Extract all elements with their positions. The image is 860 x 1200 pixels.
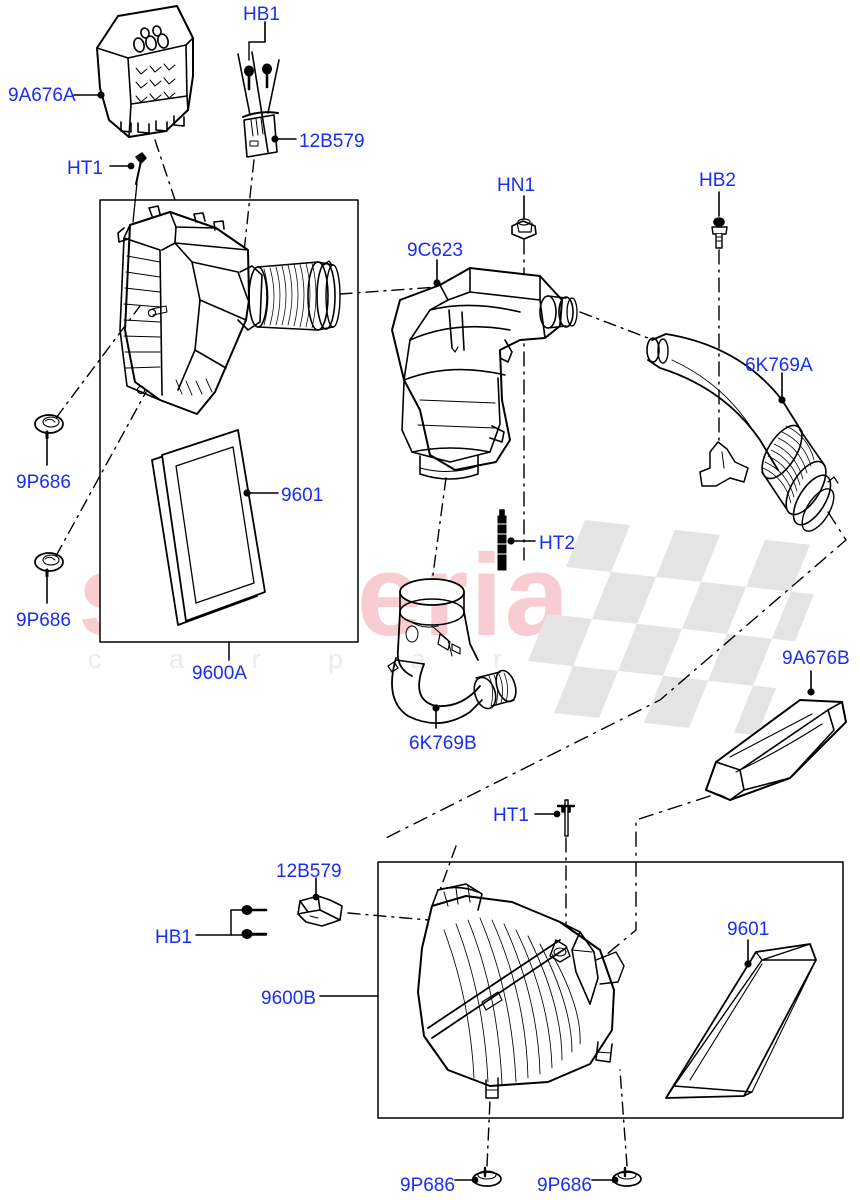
- part-9p686-grommet-4: [612, 1166, 642, 1187]
- part-9p686-grommet-1: [34, 414, 64, 440]
- checkered-flag-icon: [528, 520, 815, 736]
- leader-dot-9601-lower: [744, 960, 752, 968]
- part-label-hb1-bottom[interactable]: HB1: [155, 927, 192, 948]
- part-9a676b-intake-duct: [705, 699, 847, 801]
- leader-dot-12b579-top: [271, 135, 279, 143]
- part-ht1-clip-bottom: [556, 799, 576, 837]
- assembly-line-9p686-1: [55, 305, 141, 419]
- leader-dot-9p686-3: [471, 1176, 479, 1184]
- part-label-9601-top[interactable]: 9601: [281, 485, 324, 506]
- part-label-hn1[interactable]: HN1: [497, 175, 536, 196]
- leader-dot-9a676a-top: [97, 91, 105, 99]
- assembly-line-9a676b: [599, 795, 711, 961]
- part-label-ht2[interactable]: HT2: [539, 533, 575, 554]
- part-hn1-nut: [511, 218, 537, 240]
- leader-dot-6k769a: [778, 396, 786, 404]
- assembly-line-9p686-2: [55, 391, 147, 557]
- leader-dot-9601-upper: [243, 489, 251, 497]
- part-label-hb1-top[interactable]: HB1: [243, 4, 280, 25]
- assembly-line-6k769a-long: [385, 511, 847, 839]
- part-label-9p686-3[interactable]: 9P686: [400, 1175, 455, 1196]
- part-label-9a676a-top[interactable]: 9A676A: [8, 85, 76, 106]
- part-12b579-bracket-top: [237, 51, 280, 158]
- part-label-9600a[interactable]: 9600A: [192, 663, 247, 684]
- part-9c623-outlet-housing: [391, 267, 578, 480]
- part-12b579-bracket-bottom: [297, 895, 343, 927]
- part-6k769a-intake-hose-upper: [646, 333, 839, 532]
- part-label-hb2[interactable]: HB2: [699, 170, 736, 191]
- part-label-9p686-4[interactable]: 9P686: [537, 1175, 592, 1196]
- part-label-9a676b[interactable]: 9A676B: [782, 648, 850, 669]
- part-hb2-bolt: [711, 217, 728, 249]
- leader-dot-9a676b: [807, 688, 815, 696]
- part-label-6k769b[interactable]: 6K769B: [409, 733, 477, 754]
- part-label-9600b[interactable]: 9600B: [261, 988, 316, 1009]
- leader-hb1-bottom: [195, 909, 267, 936]
- part-9601-filter-element-lower: [665, 943, 817, 1099]
- leader-dot-6k769b: [432, 704, 440, 712]
- part-label-9p686-1[interactable]: 9P686: [16, 472, 71, 493]
- part-label-ht1-top[interactable]: HT1: [67, 158, 103, 179]
- part-ht2-clip: [496, 509, 508, 571]
- assembly-line-12b579-top: [241, 159, 255, 271]
- part-9600a-air-cleaner-housing: [117, 205, 341, 415]
- part-label-9601-bottom[interactable]: 9601: [727, 919, 770, 940]
- assembly-line-9c623-to-6k769b: [431, 477, 447, 583]
- assembly-box-9600b: [377, 861, 844, 1119]
- assembly-line-top-box-b: [439, 845, 457, 891]
- leader-dot-ht1-bottom: [553, 810, 561, 818]
- assembly-line-9a676a: [154, 139, 176, 201]
- part-label-9p686-2[interactable]: 9P686: [16, 610, 71, 631]
- part-9601-filter-element-upper: [151, 429, 266, 626]
- leader-dot-ht2: [507, 537, 515, 545]
- part-ht1-clip-top: [132, 152, 147, 223]
- part-9p686-grommet-2: [34, 552, 64, 578]
- assembly-line-9p686-3: [486, 1099, 491, 1167]
- assembly-line-12b579-bottom: [347, 912, 441, 922]
- part-label-12b579-top[interactable]: 12B579: [299, 131, 365, 152]
- part-label-ht1-bottom[interactable]: HT1: [493, 805, 529, 826]
- part-label-9c623[interactable]: 9C623: [407, 240, 463, 261]
- leader-dot-9p686-4: [611, 1176, 619, 1184]
- part-label-6k769a[interactable]: 6K769A: [745, 355, 813, 376]
- assembly-line-hose-to-9c623: [339, 286, 439, 295]
- part-9a676a-intake-duct: [96, 5, 194, 138]
- part-9600b-air-cleaner-housing: [417, 883, 625, 1099]
- leader-dot-12b579-bottom: [312, 893, 320, 901]
- assembly-line-9c623-to-6k769a: [579, 311, 649, 339]
- part-label-12b579-bottom[interactable]: 12B579: [276, 861, 342, 882]
- assembly-line-9p686-4: [619, 1069, 628, 1167]
- part-hb1-bolts-top: [244, 63, 272, 91]
- leader-dot-9c623: [433, 279, 441, 287]
- leader-dot-ht1-top: [127, 162, 135, 170]
